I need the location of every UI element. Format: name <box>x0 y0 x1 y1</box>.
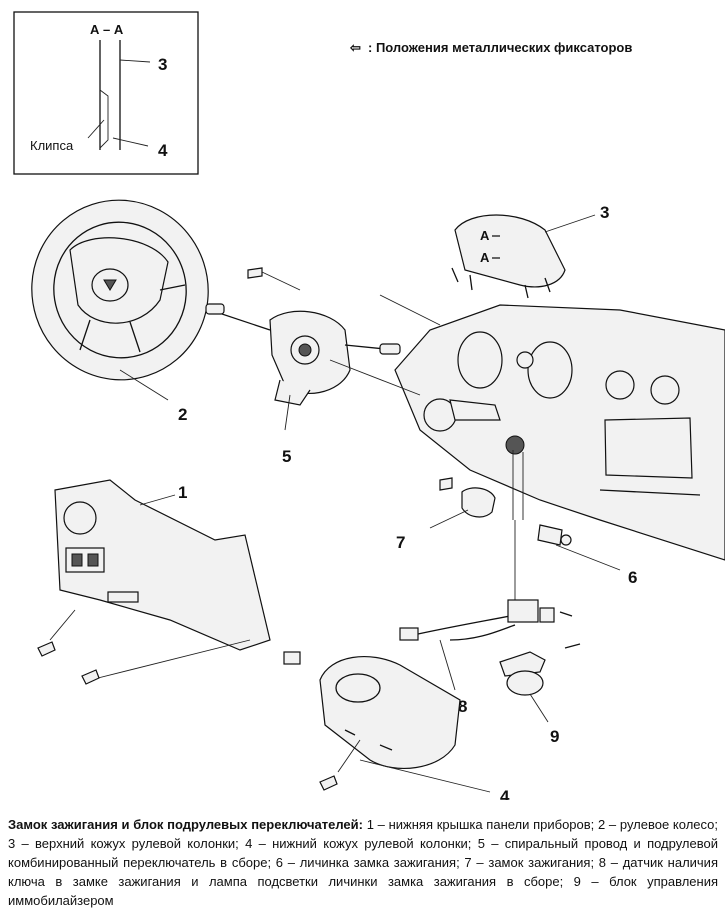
exploded-view-diagram: А – А 3 4 Клипса ⇦ : Положения металличе… <box>13 11 725 800</box>
callout-9: 9 <box>550 727 559 746</box>
callout-5: 5 <box>282 447 291 466</box>
inset-clip-shape <box>99 89 109 149</box>
combination-switch: 5 <box>205 267 401 466</box>
cover-mark-a-upper: A <box>480 228 490 243</box>
callout-4: 4 <box>500 787 510 800</box>
upper-column-cover: A A 3 <box>451 203 609 299</box>
inset-section-label: А – А <box>90 22 124 37</box>
instrument-panel <box>329 294 725 561</box>
brand-logo-icon <box>103 279 117 291</box>
screw-icon <box>37 641 56 657</box>
callout-1: 1 <box>178 483 187 502</box>
section-aa-inset: А – А 3 4 Клипса <box>13 11 199 175</box>
callout-6: 6 <box>628 568 637 587</box>
center-display <box>604 417 693 479</box>
screw-icon <box>319 775 338 791</box>
screw-icon <box>559 611 573 617</box>
screw-icon <box>81 669 100 685</box>
gauge-right <box>527 341 573 399</box>
steering-wheel: 2 <box>31 199 209 424</box>
screw-icon <box>564 643 581 649</box>
legend-arrow-icon: ⇦ <box>349 40 361 55</box>
inset-leader-clip <box>87 119 105 139</box>
inset-number-3: 3 <box>158 55 167 74</box>
inset-clip-label: Клипса <box>30 138 74 153</box>
screw-icon <box>247 267 263 279</box>
ignition-lock: 7 <box>396 477 496 552</box>
key-sensor-assembly: 8 <box>283 520 573 716</box>
callout-2: 2 <box>178 405 187 424</box>
lower-column-cover: 4 <box>319 655 510 800</box>
inset-leader-3 <box>119 59 151 63</box>
legend-text: : Положения металлических фиксаторов <box>368 40 632 55</box>
caption-title: Замок зажигания и блок подрулевых перекл… <box>8 817 363 832</box>
lower-dash-cover: 1 <box>37 479 271 685</box>
caption-body: 1 – нижняя крышка панели приборов; 2 – р… <box>8 817 719 908</box>
immobilizer-unit: 9 <box>499 643 581 746</box>
callout-3: 3 <box>600 203 609 222</box>
screw-icon <box>439 477 453 491</box>
inset-column-walls <box>99 40 121 150</box>
callout-7: 7 <box>396 533 405 552</box>
inset-leader-4 <box>112 137 149 147</box>
key-cylinder: 6 <box>537 524 637 587</box>
inset-number-4: 4 <box>158 141 168 160</box>
cover-mark-a-lower: A <box>480 250 490 265</box>
figure-caption: Замок зажигания и блок подрулевых перекл… <box>8 815 718 910</box>
gauge-left <box>457 331 503 389</box>
inset-frame <box>13 11 199 175</box>
callout-8: 8 <box>458 697 467 716</box>
legend: ⇦ : Положения металлических фиксаторов <box>349 40 632 55</box>
